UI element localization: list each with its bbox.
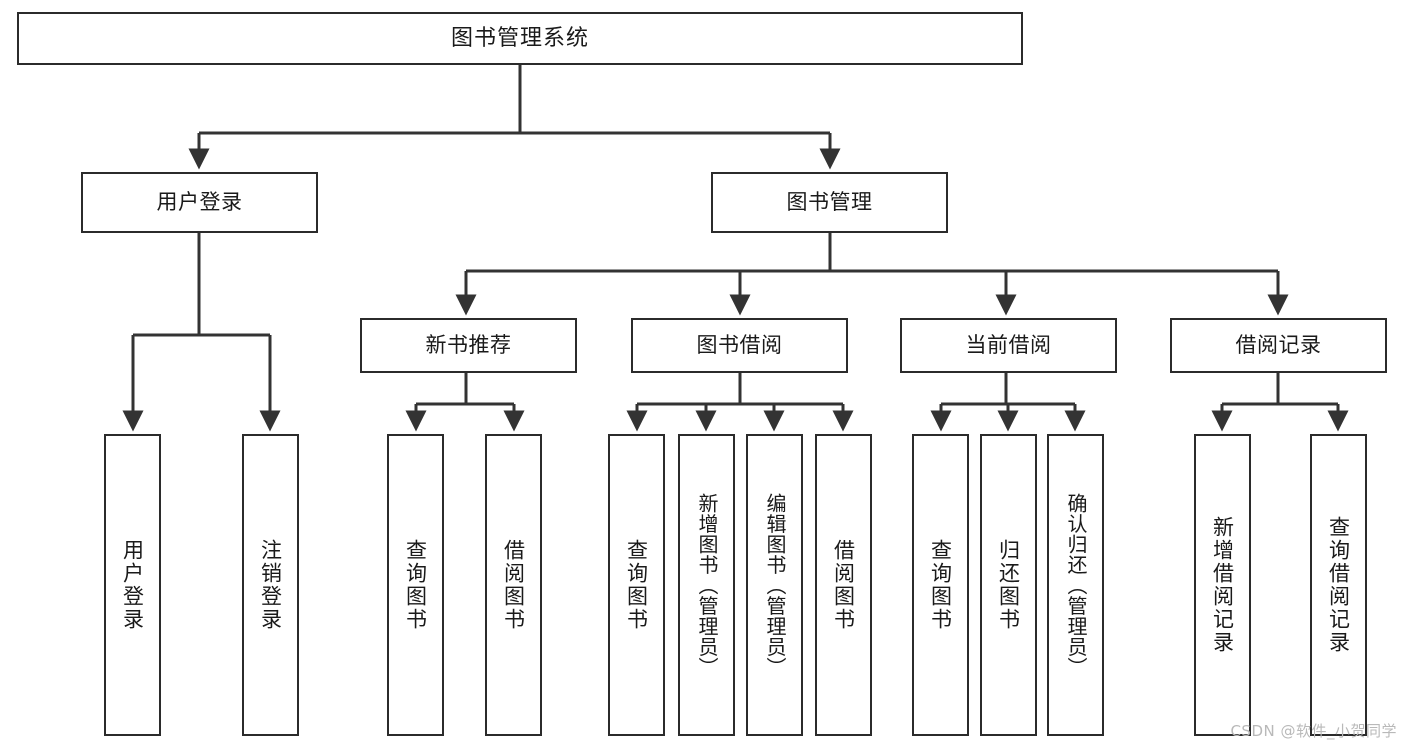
node-query-record[interactable]: 查询借阅记录 — [1310, 434, 1367, 736]
node-label: 借阅图书 — [501, 539, 526, 631]
node-label: 新书推荐 — [425, 333, 512, 357]
node-query-book-1[interactable]: 查询图书 — [387, 434, 444, 736]
node-label: 图书管理系统 — [450, 25, 589, 51]
watermark-text: CSDN @软件_小贺同学 — [1230, 722, 1397, 740]
node-edit-book[interactable]: 编辑图书（管理员） — [746, 434, 803, 736]
node-label: 借阅图书 — [831, 539, 856, 631]
node-label: 注销登录 — [258, 539, 283, 631]
node-borrow-book-1[interactable]: 借阅图书 — [485, 434, 542, 736]
node-root-system[interactable]: 图书管理系统 — [17, 12, 1023, 65]
node-return-book[interactable]: 归还图书 — [980, 434, 1037, 736]
node-user-login[interactable]: 用户登录 — [81, 172, 318, 233]
node-label: 用户登录 — [156, 190, 243, 214]
node-label: 用户登录 — [120, 539, 145, 631]
node-label: 当前借阅 — [965, 333, 1052, 357]
node-login[interactable]: 用户登录 — [104, 434, 161, 736]
node-label: 新增图书（管理员） — [695, 492, 719, 678]
node-label: 归还图书 — [996, 539, 1021, 631]
node-query-book-2[interactable]: 查询图书 — [608, 434, 665, 736]
node-add-book[interactable]: 新增图书（管理员） — [678, 434, 735, 736]
node-label: 查询图书 — [624, 539, 649, 631]
node-label: 借阅记录 — [1235, 333, 1322, 357]
node-label: 新增借阅记录 — [1210, 516, 1235, 654]
node-label: 编辑图书（管理员） — [763, 492, 787, 678]
node-borrow-record[interactable]: 借阅记录 — [1170, 318, 1387, 373]
node-label: 图书借阅 — [696, 333, 783, 357]
node-new-book-recommend[interactable]: 新书推荐 — [360, 318, 577, 373]
node-book-management[interactable]: 图书管理 — [711, 172, 948, 233]
node-query-book-3[interactable]: 查询图书 — [912, 434, 969, 736]
node-label: 确认归还（管理员） — [1064, 492, 1088, 678]
node-borrow-book-2[interactable]: 借阅图书 — [815, 434, 872, 736]
node-confirm-return[interactable]: 确认归还（管理员） — [1047, 434, 1104, 736]
node-logout[interactable]: 注销登录 — [242, 434, 299, 736]
node-label: 查询图书 — [928, 539, 953, 631]
node-label: 查询图书 — [403, 539, 428, 631]
node-current-borrow[interactable]: 当前借阅 — [900, 318, 1117, 373]
node-book-borrow[interactable]: 图书借阅 — [631, 318, 848, 373]
node-label: 查询借阅记录 — [1326, 516, 1351, 654]
node-label: 图书管理 — [786, 190, 873, 214]
node-add-record[interactable]: 新增借阅记录 — [1194, 434, 1251, 736]
